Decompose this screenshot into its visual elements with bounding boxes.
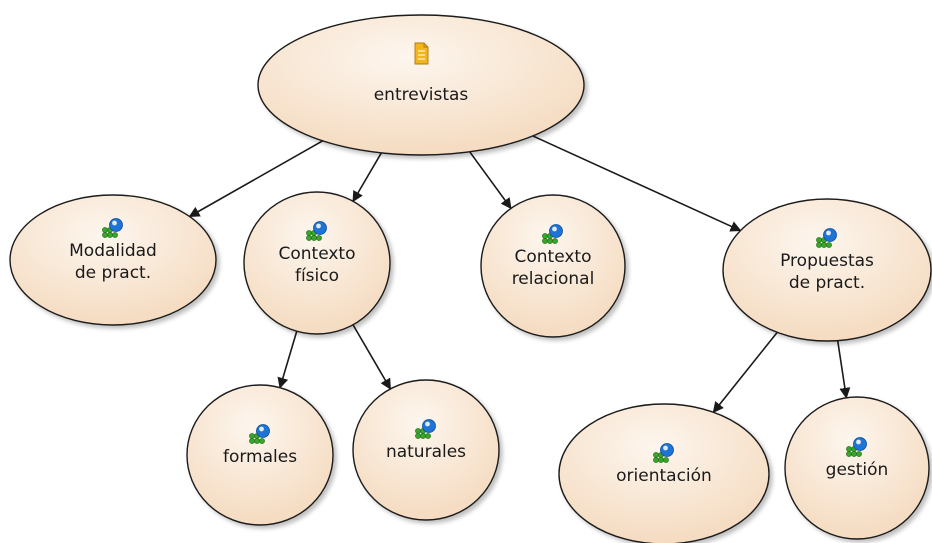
edge-propuestas-to-orientacion — [712, 331, 778, 414]
node-label: orientación — [616, 466, 712, 486]
node-ellipse[interactable] — [352, 379, 500, 521]
node-ellipse[interactable] — [243, 191, 391, 335]
code-icon — [249, 424, 270, 444]
node-gestion[interactable]: gestión — [784, 396, 930, 540]
node-ellipse[interactable] — [257, 14, 585, 156]
node-label: Contexto — [279, 244, 356, 264]
node-label: Modalidad — [69, 241, 157, 261]
edge-root-to-propuestas — [532, 135, 742, 232]
code-icon — [816, 228, 837, 248]
node-ellipse[interactable] — [186, 384, 334, 526]
node-formales[interactable]: formales — [186, 384, 334, 526]
node-label: de pract. — [75, 263, 151, 283]
node-root[interactable]: entrevistas — [257, 14, 585, 156]
code-icon — [542, 224, 563, 244]
code-icon — [415, 419, 436, 439]
node-label: relacional — [512, 269, 595, 289]
edge-root-to-contexto_relacional — [469, 151, 512, 210]
edge-propuestas-to-gestion — [836, 340, 851, 399]
node-label: naturales — [386, 442, 466, 462]
code-icon — [846, 437, 867, 457]
edges-layer — [188, 135, 851, 414]
code-icon — [306, 221, 327, 241]
node-label: de pract. — [789, 273, 865, 293]
document-icon — [414, 42, 429, 65]
node-naturales[interactable]: naturales — [352, 379, 500, 521]
node-label: entrevistas — [374, 85, 469, 105]
node-label: Propuestas — [780, 251, 874, 271]
node-label: formales — [223, 447, 297, 467]
node-ellipse[interactable] — [480, 194, 626, 338]
node-label: gestión — [826, 460, 889, 480]
node-label: Contexto — [515, 247, 592, 267]
node-ellipse[interactable] — [9, 194, 217, 326]
edge-contexto_fisico-to-formales — [277, 330, 298, 389]
edge-root-to-modalidad — [188, 140, 324, 218]
node-label: físico — [295, 266, 339, 286]
node-ellipse[interactable] — [784, 396, 930, 540]
code-icon — [102, 218, 123, 238]
node-ellipse[interactable] — [722, 198, 932, 342]
edge-root-to-contexto_fisico — [352, 152, 383, 203]
node-orientacion[interactable]: orientación — [558, 403, 770, 543]
code-icon — [653, 443, 674, 463]
edge-contexto_fisico-to-naturales — [352, 324, 392, 390]
node-ellipse[interactable] — [558, 403, 770, 543]
